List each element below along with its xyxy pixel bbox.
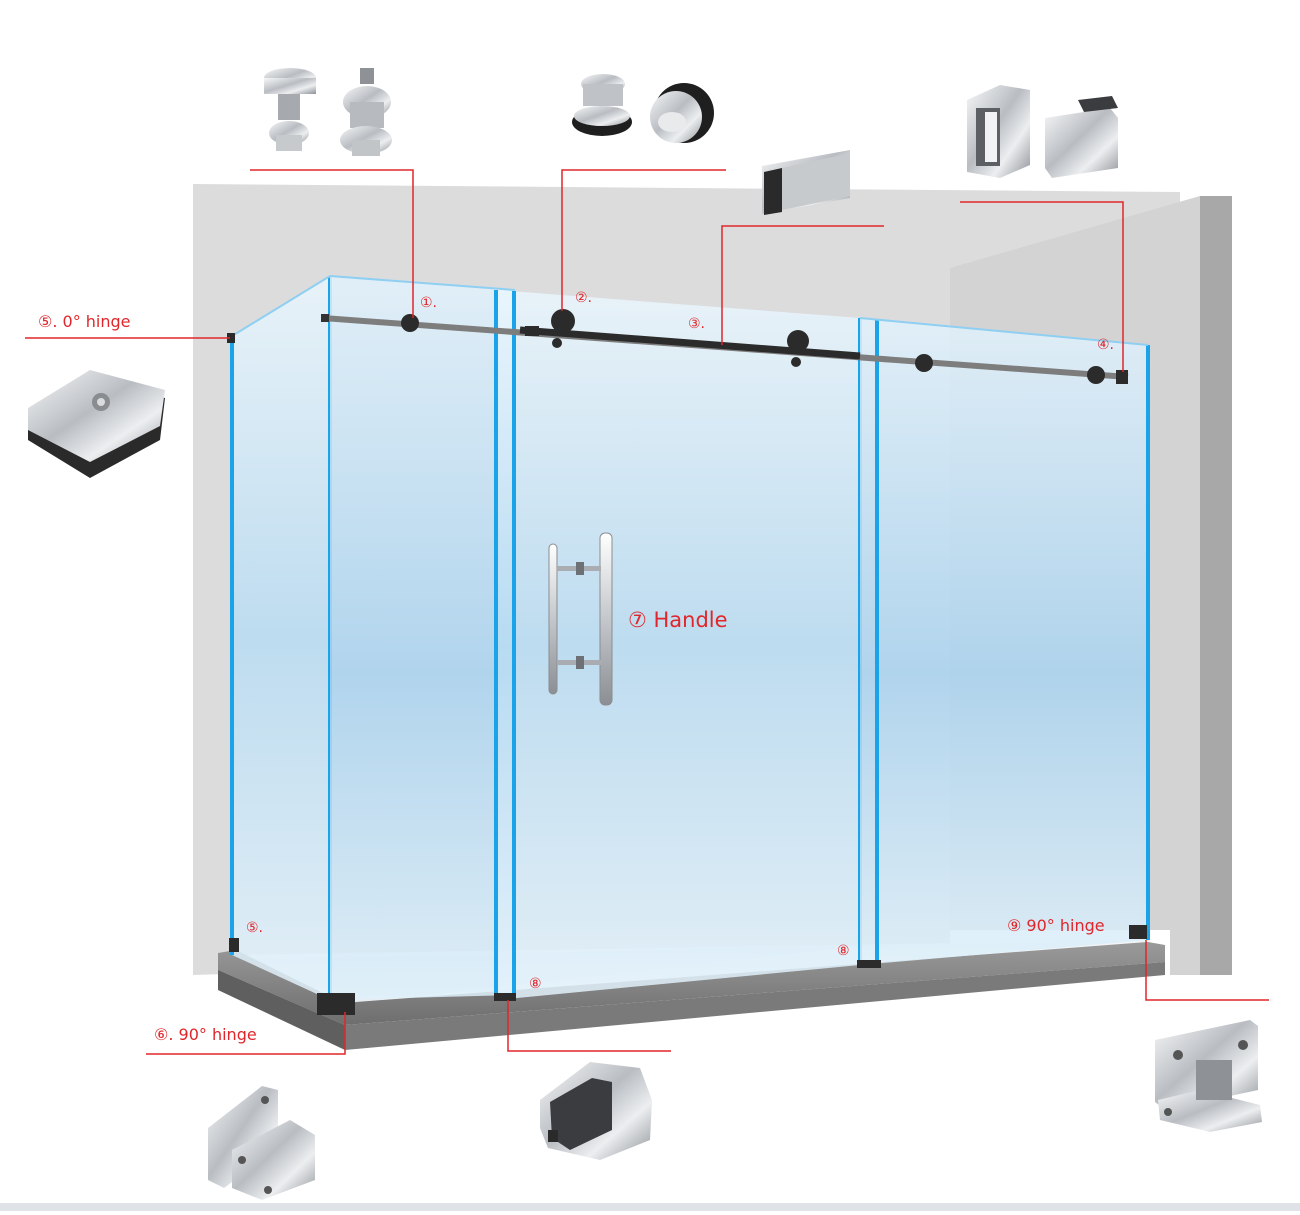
rail-tube-icon	[762, 150, 850, 215]
leader-lines	[25, 169, 1269, 1055]
bottom-strip	[0, 1203, 1300, 1211]
callout-4: ④.	[1097, 337, 1115, 353]
glass-clamp-0deg-icon	[28, 370, 165, 478]
shower-base-curb	[218, 942, 1165, 1050]
callout-6-90deg-hinge: ⑥. 90° hinge	[154, 1025, 257, 1044]
hinge-right	[1129, 925, 1147, 939]
callout-2: ②.	[575, 290, 593, 306]
callout-8-right: ⑧	[837, 943, 850, 959]
roller-2	[551, 309, 575, 333]
callout-3: ③.	[688, 316, 706, 332]
callout-5-0deg-hinge: ⑤. 0° hinge	[38, 312, 131, 331]
roller-assembly-icon	[264, 68, 392, 156]
callout-9-90deg-hinge: ⑨ 90° hinge	[1007, 916, 1105, 935]
stopper-wheel-icon	[572, 74, 714, 143]
roller-3	[787, 330, 809, 352]
top-sliding-rail	[321, 314, 1129, 380]
glass-fixed-panel-front-left	[329, 275, 516, 1000]
roller-1	[401, 314, 419, 332]
roller-4	[1087, 366, 1105, 384]
hinge-90deg-right-icon	[1155, 1020, 1262, 1132]
callout-8-left: ⑧	[529, 976, 542, 992]
rail-end-clamp-icon	[967, 85, 1118, 178]
hinge-left-back	[229, 938, 239, 952]
hinge-90deg-icon	[208, 1086, 315, 1200]
callout-1: ①.	[420, 295, 438, 311]
bottom-fittings	[227, 333, 1147, 1015]
callout-5-bottom: ⑤.	[246, 920, 264, 936]
clamp-top-left	[227, 333, 235, 343]
glass-side-panel-left	[230, 275, 332, 1000]
door-handle	[548, 532, 613, 706]
stopper	[915, 354, 933, 372]
glass-fixed-panel-front-right	[859, 317, 1150, 965]
floor-guide-right	[857, 960, 881, 968]
roller-2-nut	[552, 338, 562, 348]
floor-guide-icon	[540, 1062, 652, 1160]
rail-end-clamp	[1116, 370, 1128, 384]
floor-guide-left	[494, 993, 516, 1001]
rail-fittings	[401, 309, 1128, 384]
callout-7-handle: ⑦ Handle	[628, 608, 728, 632]
roller-3-nut	[791, 357, 801, 367]
hinge-left-front	[317, 993, 355, 1015]
roller-2-bracket	[525, 326, 539, 336]
